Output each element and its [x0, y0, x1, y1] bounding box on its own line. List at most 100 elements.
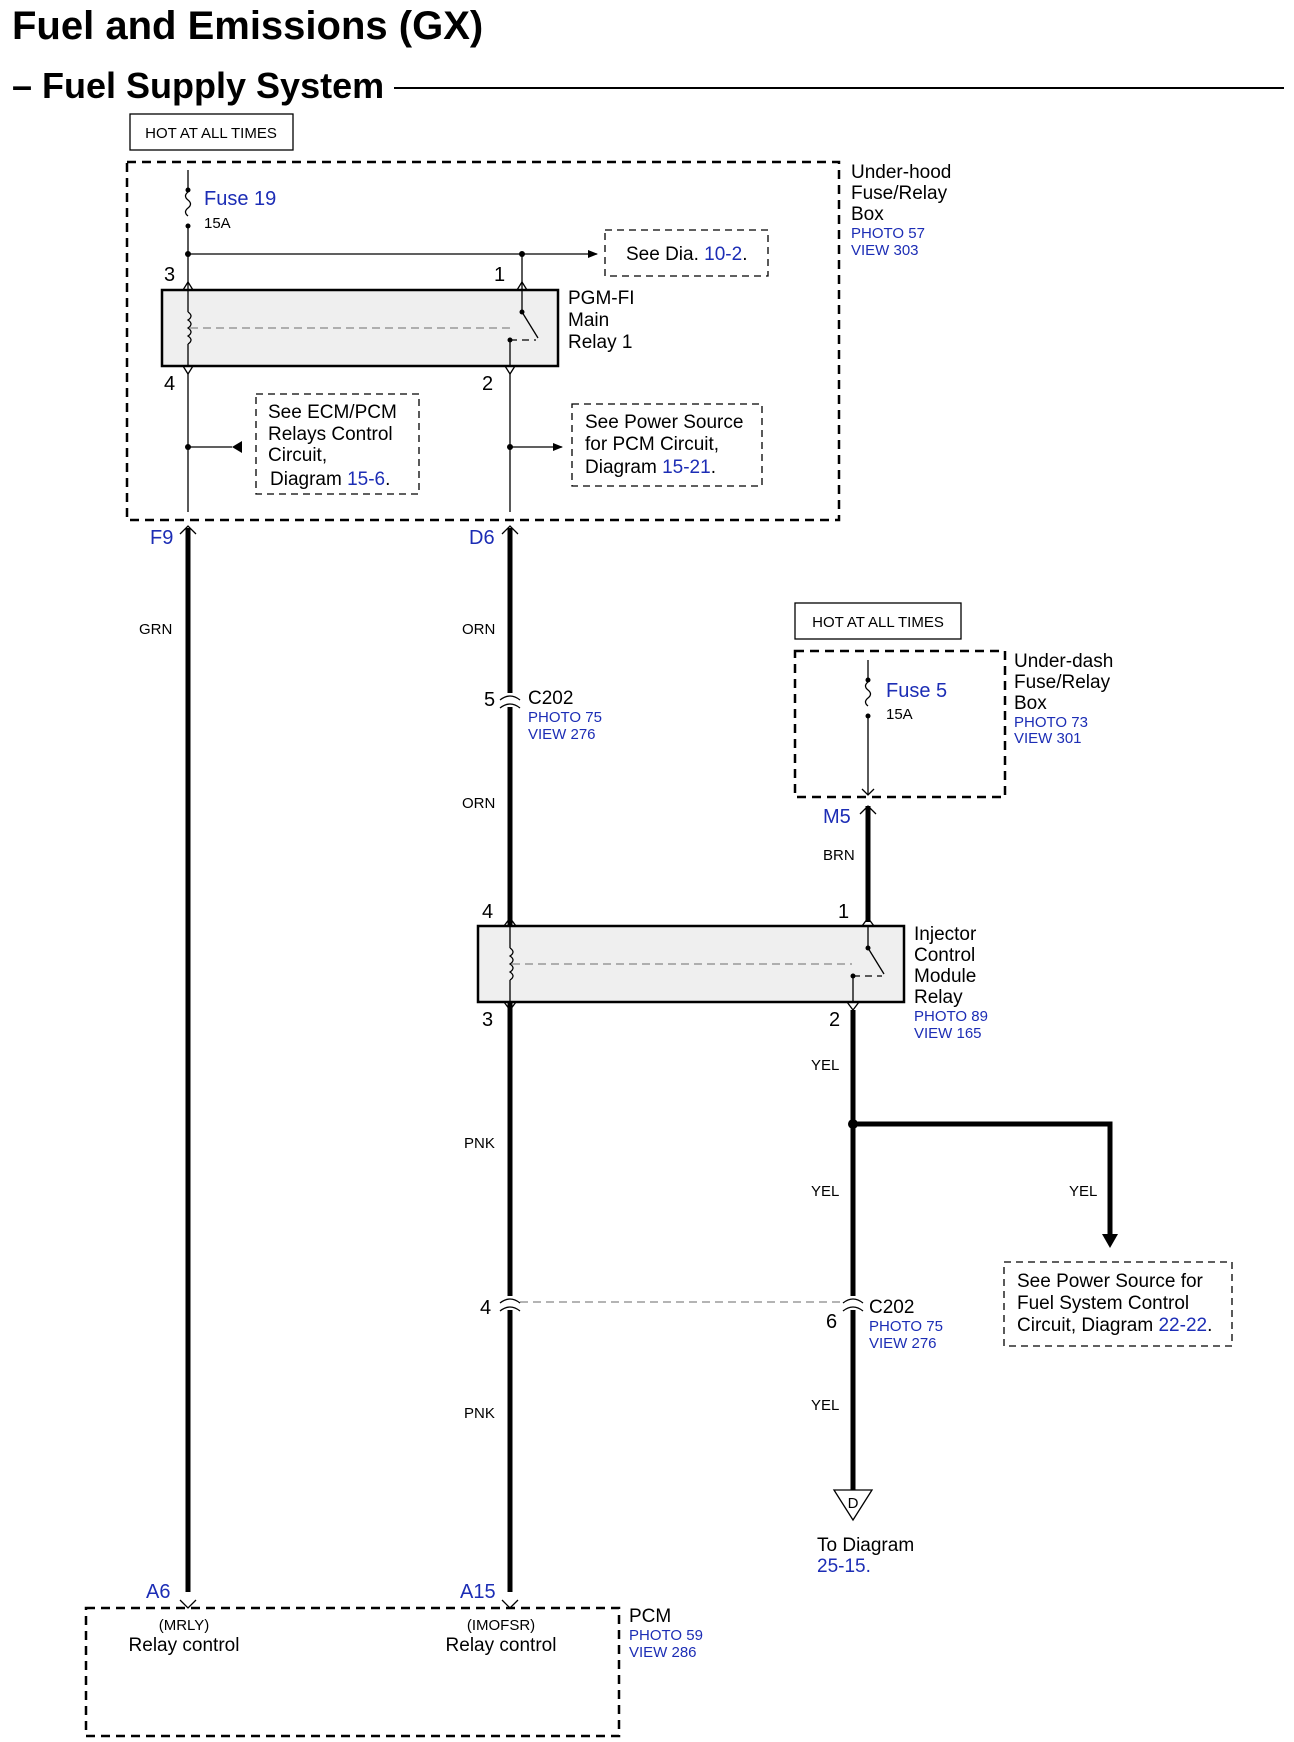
pgmfi-relay-label: PGM-FI Main Relay 1 — [568, 288, 635, 353]
c202-bottom-pin-6: 6 — [826, 1311, 837, 1333]
icm-relay-photo-link[interactable]: PHOTO 89 — [914, 1008, 988, 1025]
injector-control-module-relay — [476, 916, 906, 1012]
svg-text:PCM: PCM — [629, 1606, 671, 1627]
icm-relay-view-link[interactable]: VIEW 165 — [914, 1025, 982, 1042]
underdash-view-link[interactable]: VIEW 301 — [1014, 730, 1082, 747]
underhood-fuse-relay-box — [125, 160, 841, 522]
c202-bottom-connector — [499, 1296, 864, 1312]
wire-color-pnk-top: PNK — [464, 1135, 495, 1152]
wire-color-yel-1: YEL — [811, 1057, 839, 1074]
pcm-photo-link[interactable]: PHOTO 59 — [629, 1627, 703, 1644]
terminal-m5[interactable]: M5 — [823, 806, 851, 828]
terminal-d6[interactable]: D6 — [469, 527, 495, 549]
svg-text:Fuse/Relay: Fuse/Relay — [851, 183, 948, 204]
underhood-view-link[interactable]: VIEW 303 — [851, 242, 919, 259]
to-diagram-d-symbol: D — [832, 1489, 874, 1522]
svg-text:Circuit, Diagram 22-22.: Circuit, Diagram 22-22. — [1017, 1315, 1212, 1336]
pcm-relay-control-right: Relay control — [446, 1635, 557, 1656]
svg-text:Relays Control: Relays Control — [268, 424, 393, 445]
pgmfi-pin-4: 4 — [164, 373, 175, 395]
pcm-signal-imofsr: (IMOFSR) — [467, 1617, 535, 1634]
svg-text:Box: Box — [1014, 693, 1047, 714]
c202-bottom-pin-4: 4 — [480, 1297, 491, 1319]
see-power-source-pcm-box: See Power Source for PCM Circuit, Diagra… — [571, 403, 763, 487]
icm-relay-pin-4: 4 — [482, 901, 493, 923]
diagram-25-15-link[interactable]: 25-15. — [817, 1556, 871, 1577]
svg-text:for PCM Circuit,: for PCM Circuit, — [585, 434, 719, 455]
c202-top-connector — [499, 693, 521, 709]
to-diagram-label: To Diagram — [817, 1535, 914, 1556]
fuse-5-label[interactable]: Fuse 5 — [886, 680, 947, 702]
svg-text:Box: Box — [851, 204, 884, 225]
svg-text:See Dia. 10-2.: See Dia. 10-2. — [626, 244, 747, 265]
c202-bottom-photo-link[interactable]: PHOTO 75 — [869, 1318, 943, 1335]
fuse-5-symbol — [861, 660, 875, 796]
diagram-15-6-link[interactable]: 15-6 — [347, 469, 385, 490]
fuse-5-rating: 15A — [886, 706, 913, 723]
wire-color-pnk-bottom: PNK — [464, 1405, 495, 1422]
svg-text:PGM-FI: PGM-FI — [568, 288, 635, 309]
svg-text:D: D — [848, 1495, 859, 1512]
fuse-19-label[interactable]: Fuse 19 — [204, 188, 276, 210]
terminal-a15[interactable]: A15 — [460, 1581, 496, 1603]
see-ecm-pcm-box: See ECM/PCM Relays Control Circuit, Diag… — [255, 393, 420, 495]
underdash-fuse-relay-box — [793, 649, 1007, 799]
section-title: – Fuel Supply System — [12, 65, 385, 106]
c202-bottom-name: C202 — [869, 1297, 914, 1318]
svg-text:Under-hood: Under-hood — [851, 162, 951, 183]
fuse-19-rating: 15A — [204, 215, 231, 232]
underhood-photo-link[interactable]: PHOTO 57 — [851, 225, 925, 242]
ecm-relay-arrow — [232, 441, 242, 453]
icm-relay-label: Injector Control Module Relay PHOTO 89 V… — [914, 924, 988, 1042]
diagram-10-2-link[interactable]: 10-2 — [704, 244, 742, 265]
pcm-signal-mrly: (MRLY) — [159, 1617, 210, 1634]
terminal-a6[interactable]: A6 — [146, 1581, 170, 1603]
yel-branch-wire — [853, 1121, 1113, 1236]
c202-top-pin: 5 — [484, 689, 495, 711]
icm-relay-pin-1: 1 — [838, 901, 849, 923]
wire-color-orn-bottom: ORN — [462, 795, 495, 812]
page-title: Fuel and Emissions (GX) — [12, 4, 484, 48]
c202-top-view-link[interactable]: VIEW 276 — [528, 726, 596, 743]
c202-top-photo-link[interactable]: PHOTO 75 — [528, 709, 602, 726]
wire-color-yel-branch: YEL — [1069, 1183, 1097, 1200]
svg-text:Main: Main — [568, 310, 609, 331]
fuse-19-symbol — [184, 170, 192, 290]
pgmfi-pin-1: 1 — [494, 264, 505, 286]
svg-text:Control: Control — [914, 945, 975, 966]
pgmfi-main-relay — [160, 280, 560, 376]
svg-text:Relay 1: Relay 1 — [568, 332, 632, 353]
wire-color-yel-bottom: YEL — [811, 1397, 839, 1414]
diagram-22-22-link[interactable]: 22-22 — [1158, 1315, 1207, 1336]
wire-color-brn: BRN — [823, 847, 855, 864]
underdash-photo-link[interactable]: PHOTO 73 — [1014, 714, 1088, 731]
underhood-hot-label: HOT AT ALL TIMES — [145, 125, 277, 142]
svg-text:Diagram 15-6.: Diagram 15-6. — [270, 469, 390, 490]
svg-text:Relay: Relay — [914, 987, 963, 1008]
terminal-f9[interactable]: F9 — [150, 527, 173, 549]
wire-color-grn: GRN — [139, 621, 172, 638]
c202-bottom-view-link[interactable]: VIEW 276 — [869, 1335, 937, 1352]
pgmfi-pin-2: 2 — [482, 373, 493, 395]
svg-text:Under-dash: Under-dash — [1014, 651, 1113, 672]
svg-text:Circuit,: Circuit, — [268, 445, 327, 466]
svg-text:See Power Source for: See Power Source for — [1017, 1271, 1204, 1292]
svg-text:Fuse/Relay: Fuse/Relay — [1014, 672, 1111, 693]
diagram-15-21-link[interactable]: 15-21 — [662, 457, 711, 478]
see-dia-10-2-box: See Dia. 10-2. — [604, 229, 769, 277]
pcm-label: PCM PHOTO 59 VIEW 286 — [629, 1606, 703, 1661]
underhood-box-label: Under-hood Fuse/Relay Box PHOTO 57 VIEW … — [851, 162, 951, 259]
section-rule — [394, 87, 1284, 89]
svg-text:Injector: Injector — [914, 924, 977, 945]
icm-relay-pin-3: 3 — [482, 1009, 493, 1031]
underdash-box-label: Under-dash Fuse/Relay Box PHOTO 73 VIEW … — [1014, 651, 1113, 747]
box-connector-symbols — [179, 525, 519, 535]
svg-text:Module: Module — [914, 966, 976, 987]
underdash-hot-label: HOT AT ALL TIMES — [812, 614, 944, 631]
pcm-relay-control-left: Relay control — [129, 1635, 240, 1656]
pcm-view-link[interactable]: VIEW 286 — [629, 1644, 697, 1661]
svg-text:Diagram 15-21.: Diagram 15-21. — [585, 457, 716, 478]
wire-color-yel-2: YEL — [811, 1183, 839, 1200]
pgmfi-pin-3: 3 — [164, 264, 175, 286]
